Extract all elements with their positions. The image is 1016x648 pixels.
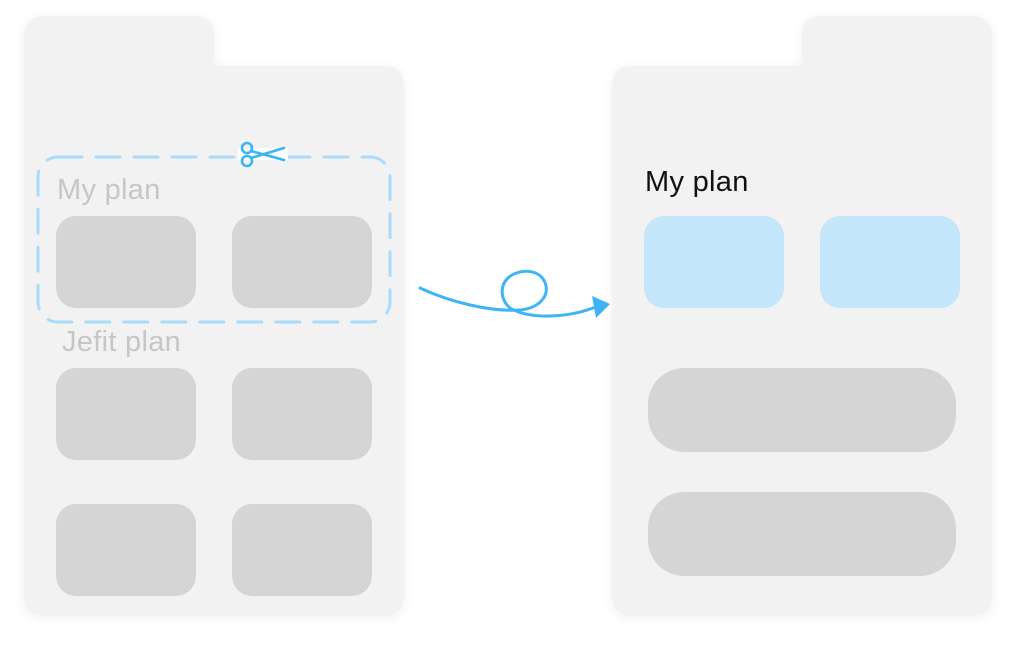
left-my-plan-card-2[interactable] <box>232 216 372 308</box>
left-my-plan-card-1[interactable] <box>56 216 196 308</box>
left-jefit-card-4[interactable] <box>232 504 372 596</box>
cut-selection-outline <box>36 155 392 324</box>
left-folder-shape <box>24 16 404 616</box>
left-jefit-card-2[interactable] <box>232 368 372 460</box>
left-section-my-plan-label: My plan <box>57 174 161 206</box>
left-jefit-card-3[interactable] <box>56 504 196 596</box>
right-my-plan-card-1[interactable] <box>644 216 784 308</box>
right-my-plan-card-2[interactable] <box>820 216 960 308</box>
left-jefit-card-1[interactable] <box>56 368 196 460</box>
left-section-jefit-plan-label: Jefit plan <box>62 326 182 358</box>
right-wide-card-1[interactable] <box>648 368 956 452</box>
right-section-my-plan-label: My plan <box>645 166 749 198</box>
right-wide-card-2[interactable] <box>648 492 956 576</box>
loop-arrow-icon <box>418 269 610 318</box>
right-folder-shape <box>612 16 992 616</box>
left-panel: My plan Jefit plan <box>0 0 430 648</box>
scissors-icon <box>238 141 288 168</box>
right-panel: My plan <box>590 0 1016 648</box>
